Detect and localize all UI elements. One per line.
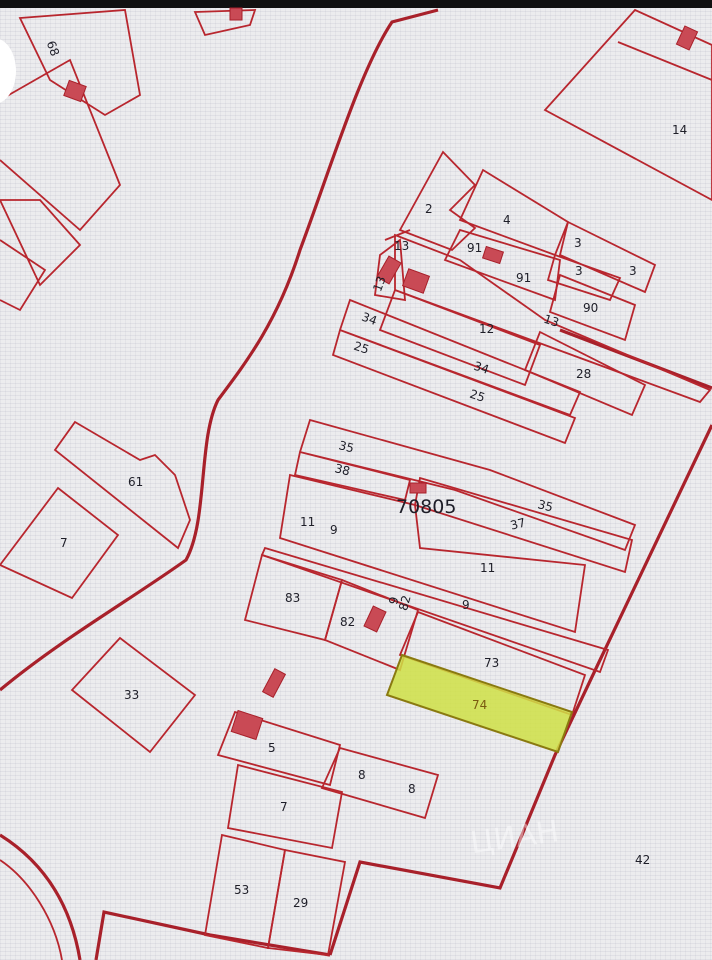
- building: [261, 668, 287, 698]
- parcel-11-9[interactable]: [278, 473, 587, 634]
- corner-overlay-button[interactable]: [0, 38, 16, 104]
- parcel-label: 91: [516, 271, 531, 285]
- parcel-label: 11: [300, 515, 315, 529]
- parcel-label: 13: [370, 274, 388, 293]
- parcel-label: 33: [124, 688, 139, 702]
- parcel-label: 82: [396, 594, 413, 612]
- building: [229, 7, 243, 21]
- parcel-34-25[interactable]: [331, 298, 582, 445]
- parcel-label: 90: [583, 301, 598, 315]
- parcel-label: 34: [472, 359, 491, 377]
- parcel-label: 7: [280, 800, 288, 814]
- parcel-label: 2: [425, 202, 433, 216]
- parcel-label: 13: [542, 312, 561, 330]
- parcel-29[interactable]: [266, 848, 347, 956]
- parcel-9-strip[interactable]: [260, 546, 610, 674]
- parcel-bottom-left-arc[interactable]: [0, 859, 63, 960]
- parcel-label: 28: [576, 367, 591, 381]
- building: [63, 79, 87, 103]
- parcel-label: 37: [509, 515, 527, 532]
- parcel-label: 38: [333, 461, 351, 478]
- parcel-7-left[interactable]: [0, 486, 120, 600]
- parcel-74-label: 74: [472, 698, 487, 712]
- parcel-label: 83: [285, 591, 300, 605]
- parcel-label: 29: [293, 896, 308, 910]
- parcel-5[interactable]: [216, 710, 342, 787]
- parcel-label: 35: [337, 438, 355, 455]
- building: [230, 709, 264, 741]
- parcel-label: 9: [462, 598, 470, 612]
- parcel-label: 3: [574, 236, 582, 250]
- parcel-label: 73: [484, 656, 499, 670]
- top-edge-bar: [0, 0, 712, 8]
- parcel-label: 9: [386, 595, 402, 606]
- parcel-label: 14: [672, 123, 687, 137]
- parcel-68[interactable]: [0, 9, 141, 232]
- parcel-label: 8: [408, 782, 416, 796]
- building: [376, 255, 402, 285]
- building: [481, 245, 505, 265]
- watermark: ЦИАН: [468, 814, 561, 861]
- quarter-boundary-right: [328, 328, 712, 956]
- parcel-label: 9: [330, 523, 338, 537]
- building: [675, 25, 699, 51]
- parcel-label: 11: [480, 561, 495, 575]
- parcel-label: 25: [468, 387, 487, 405]
- parcel-label: 91: [467, 241, 482, 255]
- parcel-label: 35: [536, 497, 554, 514]
- building: [401, 268, 431, 294]
- parcel-label: 3: [575, 264, 583, 278]
- parcel-2[interactable]: [398, 150, 477, 252]
- parcel-7-lower[interactable]: [226, 763, 344, 850]
- parcel-12-13[interactable]: [378, 233, 712, 404]
- parcel-label: 34: [360, 310, 379, 328]
- parcel-top-center[interactable]: [193, 9, 257, 37]
- parcel-label: 68: [44, 39, 62, 58]
- quarter-boundary-left: [0, 8, 439, 692]
- building: [363, 605, 387, 633]
- parcel-13-left[interactable]: [373, 229, 411, 302]
- building: [409, 482, 427, 494]
- parcel-topleft-strips[interactable]: [0, 199, 82, 312]
- parcel-label: 5: [268, 741, 276, 755]
- parcel-label: 53: [234, 883, 249, 897]
- parcel-label: 13: [394, 239, 409, 253]
- parcel-37-35[interactable]: [413, 476, 634, 574]
- parcel-label: 25: [352, 339, 371, 357]
- parcel-90[interactable]: [548, 273, 637, 342]
- parcel-label: 82: [340, 615, 355, 629]
- quarter-boundary-bottom: [0, 833, 331, 960]
- parcel-35-38[interactable]: [293, 418, 637, 552]
- parcel-label: 3: [629, 264, 637, 278]
- parcel-28[interactable]: [523, 330, 647, 417]
- parcel-label: 4: [503, 213, 511, 227]
- parcel-label: 8: [358, 768, 366, 782]
- parcel-3[interactable]: [546, 220, 657, 302]
- parcel-label: 12: [479, 322, 494, 336]
- parcel-label: 61: [128, 475, 143, 489]
- quarter-number: 70805: [396, 496, 456, 518]
- parcel-61[interactable]: [53, 420, 191, 550]
- parcel-74-selected[interactable]: [385, 653, 574, 754]
- parcel-8[interactable]: [320, 746, 440, 820]
- parcel-label: 42: [635, 853, 650, 867]
- parcel-label: 7: [60, 536, 68, 550]
- parcel-33[interactable]: [70, 636, 197, 754]
